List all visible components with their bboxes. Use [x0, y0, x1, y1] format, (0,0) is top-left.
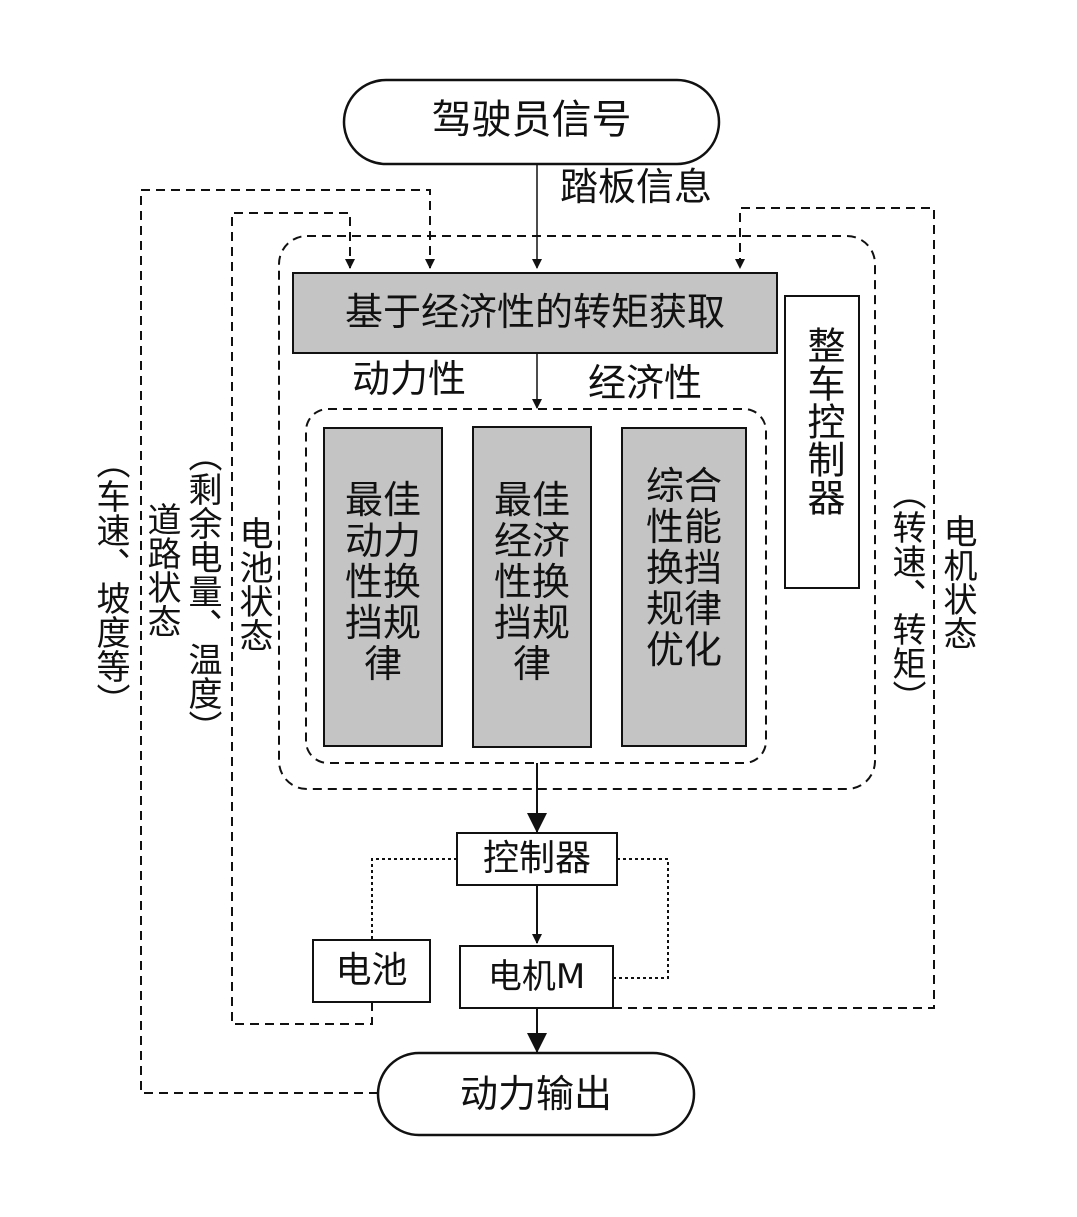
torque-acquisition-box: [292, 272, 778, 354]
combined-shift-opt-text: 综合 性能 换挡 规律 优化: [645, 464, 722, 673]
shift-strategy-boundary: [305, 408, 767, 764]
driver-signal-node: [342, 78, 721, 166]
vehicle-controller-box: [784, 295, 860, 589]
motor-state-label: 电机状态: [937, 514, 977, 650]
controller-battery-link: [371, 858, 457, 940]
road-state-feedback: [140, 189, 435, 1094]
power-output-text: 动力输出: [459, 1072, 612, 1116]
best-power-shift-box: [323, 427, 443, 747]
motor-text: 电机M: [487, 957, 586, 997]
controller-motor-link: [613, 858, 669, 979]
best-economy-shift-text: 最佳 经济 性换 挡规 律: [493, 478, 570, 687]
motor-box: [459, 945, 614, 1009]
battery-detail-paren-label: （剩余电量、温度）: [182, 438, 222, 744]
dynamic-label: 动力性: [352, 357, 467, 401]
economy-label: 经济性: [588, 361, 703, 405]
motor-detail-paren-label: （转速、转矩）: [886, 476, 926, 714]
driver-signal-text: 驾驶员信号: [431, 97, 632, 143]
best-power-shift-text: 最佳 动力 性换 挡规 律: [344, 478, 421, 687]
battery-state-feedback: [231, 212, 373, 1025]
controller-text: 控制器: [482, 838, 591, 879]
pedal-info-label: 踏板信息: [560, 165, 713, 209]
road-state-label: 道路状态: [141, 502, 181, 638]
best-economy-shift-box: [472, 426, 592, 748]
vehicle-controller-text: 整车控制器: [801, 326, 845, 516]
battery-text: 电池: [335, 950, 408, 991]
battery-state-label: 电池状态: [233, 516, 273, 652]
torque-acquisition-text: 基于经济性的转矩获取: [344, 290, 725, 334]
combined-shift-opt-box: [621, 427, 747, 747]
vcu-outer-boundary: [278, 235, 876, 790]
vehicle-state-paren-label: （车速、坡度等）: [90, 445, 130, 717]
motor-state-feedback: [613, 207, 935, 1009]
